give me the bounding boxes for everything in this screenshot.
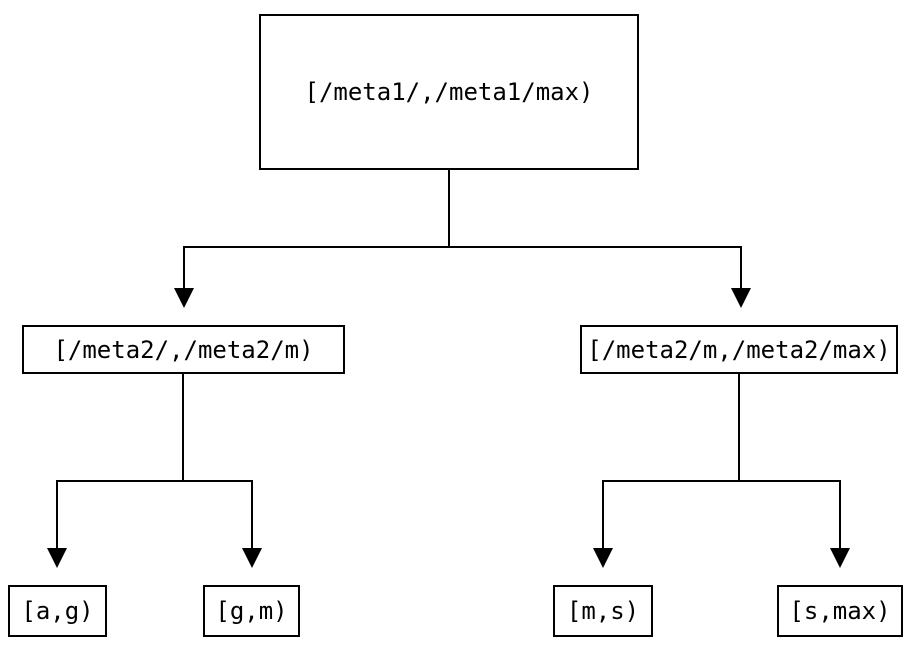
tree-node-leaf-smax: [s,max) <box>777 585 903 637</box>
tree-node-right: [/meta2/m,/meta2/max) <box>580 325 898 374</box>
arrowhead-gm <box>242 548 262 568</box>
tree-node-leaf-smax-label: [s,max) <box>789 597 891 625</box>
tree-node-leaf-gm: [g,m) <box>203 585 300 637</box>
edge-left-children <box>47 374 262 568</box>
tree-node-leaf-ag-label: [a,g) <box>21 597 94 625</box>
arrowhead-right <box>731 288 751 308</box>
tree-node-left: [/meta2/,/meta2/m) <box>22 325 345 374</box>
tree-node-right-label: [/meta2/m,/meta2/max) <box>587 335 891 364</box>
tree-node-left-label: [/meta2/,/meta2/m) <box>53 335 314 364</box>
tree-node-leaf-gm-label: [g,m) <box>215 597 288 625</box>
arrowhead-left <box>174 288 194 308</box>
arrowhead-ag <box>47 548 67 568</box>
tree-node-leaf-ms: [m,s) <box>553 585 653 637</box>
tree-node-leaf-ms-label: [m,s) <box>566 597 640 625</box>
tree-node-leaf-ag: [a,g) <box>8 585 107 637</box>
arrowhead-smax <box>830 548 850 568</box>
edge-root-children <box>174 170 751 308</box>
tree-node-root-label: [/meta1/,/meta1/max) <box>304 78 594 106</box>
tree-node-root: [/meta1/,/meta1/max) <box>259 14 639 170</box>
arrowhead-ms <box>593 548 613 568</box>
edge-right-children <box>593 374 850 568</box>
